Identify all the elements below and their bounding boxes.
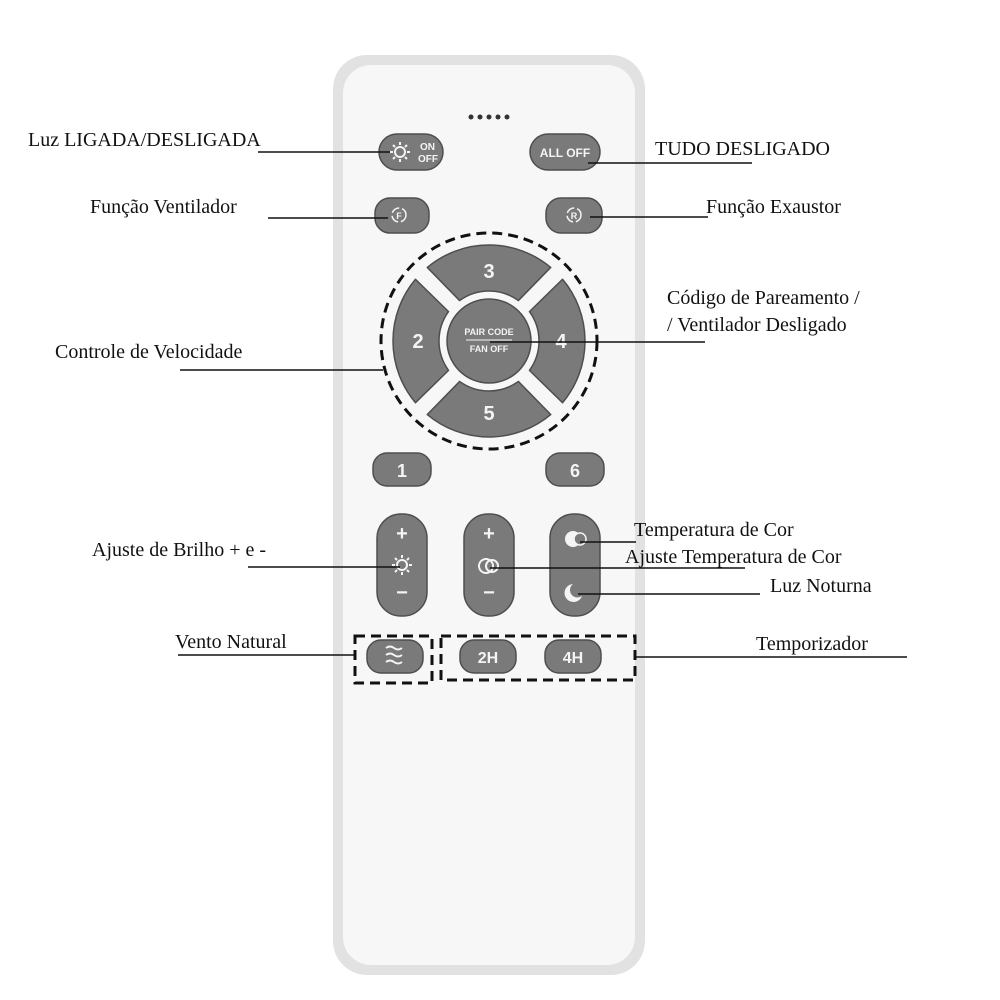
sun-icon	[390, 142, 410, 162]
pair-code-fan-off-button[interactable]: PAIR CODE FAN OFF	[446, 298, 532, 384]
speed-2-text: 2	[412, 331, 423, 353]
speed-1-text: 1	[397, 461, 407, 481]
speed-6-text: 6	[570, 461, 580, 481]
speed-2-button[interactable]	[392, 278, 450, 404]
callout-lines	[178, 151, 907, 658]
led-indicator-dots	[468, 114, 510, 120]
brightness-minus[interactable]: −	[396, 582, 408, 604]
off-text: OFF	[418, 154, 438, 165]
label-speed-control: Controle de Velocidade	[55, 341, 242, 363]
timer-4h-button[interactable]: 4H	[544, 639, 602, 674]
color-temperature-icon[interactable]	[565, 531, 587, 547]
color-temp-minus[interactable]: −	[483, 582, 495, 604]
timer-2h-button[interactable]: 2H	[459, 639, 517, 674]
label-color-temp: Temperatura de Cor	[634, 519, 794, 541]
color-temp-rocker[interactable]: + −	[463, 513, 515, 617]
f-text: F	[396, 211, 402, 221]
label-exhaust-function: Função Exaustor	[706, 196, 841, 218]
fan-rotate-icon	[391, 207, 407, 223]
speed-3-button[interactable]	[426, 244, 552, 302]
brightness-sun-icon	[392, 555, 412, 575]
fan-function-button[interactable]: F	[374, 197, 430, 234]
color-night-rocker[interactable]	[549, 513, 601, 617]
all-off-text: ALL OFF	[540, 146, 590, 160]
speed-6-button[interactable]: 6	[545, 452, 605, 487]
on-text: ON	[420, 142, 435, 153]
brightness-plus[interactable]: +	[396, 523, 408, 545]
speed-1-button[interactable]: 1	[372, 452, 432, 487]
brightness-rocker[interactable]: + −	[376, 513, 428, 617]
exhaust-rotate-icon	[566, 207, 582, 223]
fan-off-text: FAN OFF	[470, 344, 509, 354]
label-pairing-line1: Código de Pareamento /	[667, 287, 860, 309]
label-brightness: Ajuste de Brilho + e -	[92, 539, 266, 561]
label-timer: Temporizador	[756, 633, 868, 655]
timer-4h-text: 4H	[563, 650, 583, 667]
natural-wind-button[interactable]	[366, 639, 424, 674]
speed-control-highlight	[379, 231, 599, 451]
speed-5-button[interactable]	[426, 380, 552, 438]
night-light-moon-icon[interactable]	[564, 584, 582, 602]
speed-5-text: 5	[483, 403, 494, 425]
exhaust-function-button[interactable]: R	[545, 197, 603, 234]
speed-3-text: 3	[483, 261, 494, 283]
color-temp-icon	[478, 558, 499, 574]
label-all-off: TUDO DESLIGADO	[655, 138, 830, 160]
timer-highlight	[439, 634, 637, 682]
r-text: R	[571, 211, 578, 221]
label-pairing-line2: / Ventilador Desligado	[667, 314, 847, 336]
label-night-light: Luz Noturna	[770, 575, 872, 597]
speed-4-button[interactable]	[528, 278, 586, 404]
label-color-temp-adjust: Ajuste Temperatura de Cor	[625, 546, 842, 568]
pair-code-text: PAIR CODE	[464, 327, 513, 337]
wind-waves-icon	[385, 645, 403, 665]
label-fan-function: Função Ventilador	[90, 196, 237, 218]
color-temp-plus[interactable]: +	[483, 523, 495, 545]
label-natural-wind: Vento Natural	[175, 631, 287, 653]
label-light-toggle: Luz LIGADA/DESLIGADA	[28, 129, 261, 151]
natural-wind-highlight	[353, 634, 434, 685]
timer-2h-text: 2H	[478, 650, 498, 667]
all-off-button[interactable]: ALL OFF	[529, 133, 601, 171]
